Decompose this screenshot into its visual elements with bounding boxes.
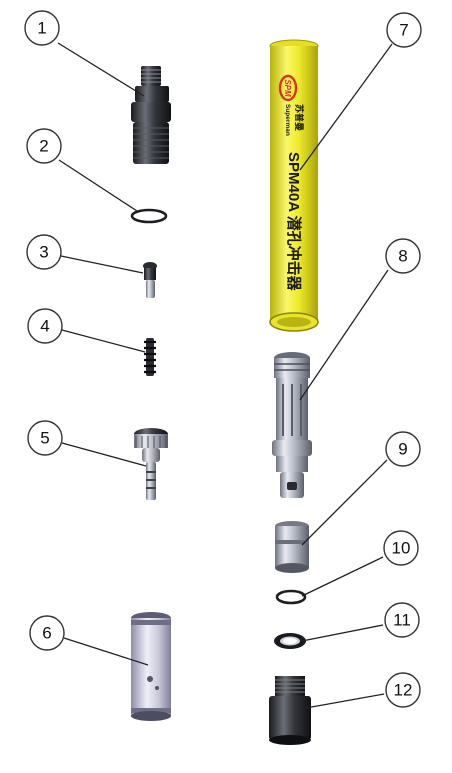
part-6-cylinder bbox=[131, 612, 171, 721]
callout-5: 5 bbox=[27, 420, 63, 456]
part-7-outer-cylinder: SPM 苏普曼 Superman SPM40A 潜孔冲击器 bbox=[269, 39, 319, 332]
callout-label: 3 bbox=[39, 243, 48, 262]
callout-label: 5 bbox=[40, 429, 49, 448]
spm-logo: SPM bbox=[278, 74, 298, 102]
brand-cn-text: 苏普曼 bbox=[294, 104, 305, 131]
callout-label: 9 bbox=[398, 440, 407, 459]
callout-label: 6 bbox=[42, 624, 51, 643]
leader-1 bbox=[57, 42, 145, 97]
callout-3: 3 bbox=[26, 234, 62, 270]
callout-9: 9 bbox=[385, 431, 421, 467]
callout-2: 2 bbox=[26, 128, 62, 164]
leader-8 bbox=[299, 269, 389, 401]
callout-label: 2 bbox=[39, 137, 48, 156]
part-11-retaining-ring bbox=[274, 633, 306, 649]
callout-4: 4 bbox=[27, 308, 63, 344]
svg-text:SPM: SPM bbox=[283, 79, 292, 97]
leader-lines bbox=[57, 42, 393, 709]
part-3-check-valve bbox=[143, 262, 157, 298]
part-4-spring bbox=[144, 338, 156, 376]
leader-12 bbox=[305, 693, 385, 709]
callout-label: 8 bbox=[398, 247, 407, 266]
leader-11 bbox=[301, 624, 384, 642]
part-1-back-head bbox=[131, 66, 171, 164]
callout-11: 11 bbox=[384, 602, 420, 638]
callout-label: 12 bbox=[394, 681, 413, 700]
leader-2 bbox=[58, 159, 138, 212]
part-2-o-ring bbox=[130, 208, 168, 224]
callout-1: 1 bbox=[24, 10, 60, 46]
model-text: SPM40A 潜孔冲击器 bbox=[285, 152, 303, 292]
part-9-guide-sleeve bbox=[275, 521, 309, 573]
callout-label: 7 bbox=[399, 21, 408, 40]
leader-6 bbox=[63, 637, 149, 666]
part-5-valve-seat bbox=[134, 428, 168, 500]
leader-7 bbox=[299, 43, 393, 171]
leader-3 bbox=[60, 255, 144, 274]
leader-5 bbox=[61, 442, 147, 467]
part-8-piston bbox=[272, 352, 312, 498]
callout-10: 10 bbox=[383, 530, 419, 566]
brand-en-text: Superman bbox=[284, 104, 291, 136]
callout-6: 6 bbox=[29, 615, 65, 651]
callout-7: 7 bbox=[386, 12, 422, 48]
leader-4 bbox=[61, 329, 146, 353]
part-12-chuck bbox=[269, 676, 311, 745]
callout-label: 11 bbox=[393, 611, 411, 630]
leader-9 bbox=[301, 459, 388, 546]
leader-10 bbox=[301, 556, 384, 597]
callout-label: 4 bbox=[40, 317, 49, 336]
callout-label: 1 bbox=[37, 19, 46, 38]
part-10-o-ring bbox=[275, 589, 307, 605]
callout-label: 10 bbox=[392, 539, 411, 558]
callout-8: 8 bbox=[385, 238, 421, 274]
callout-12: 12 bbox=[385, 672, 421, 708]
